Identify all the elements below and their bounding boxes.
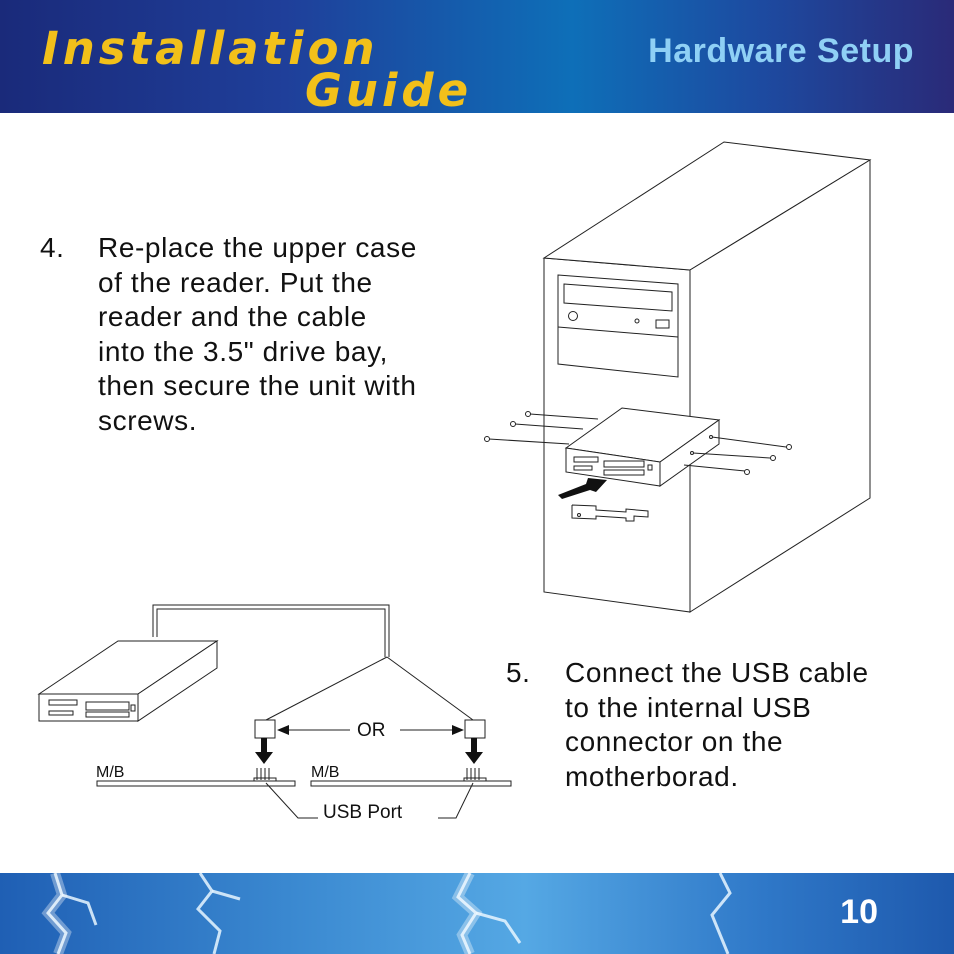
lightning-decoration: [41, 873, 732, 954]
step-5-text: Connect the USB cable to the internal US…: [565, 657, 869, 792]
step-5: 5. Connect the USB cable to the internal…: [506, 656, 926, 806]
page-header: Installation Guide Hardware Setup: [0, 0, 954, 117]
step-4: 4. Re-place the upper case of the reader…: [40, 231, 470, 441]
guide-title-line2: Guide: [305, 64, 473, 117]
step-4-text: Re-place the upper case of the reader. P…: [98, 232, 417, 436]
step-5-number: 5.: [506, 657, 531, 688]
guide-title-line1: Installation: [42, 22, 379, 75]
step-4-number: 4.: [40, 232, 65, 263]
page-number: 10: [840, 893, 878, 931]
usb-port-label: USB Port: [323, 802, 403, 823]
mb-label-right: M/B: [311, 764, 340, 781]
mb-label-left: M/B: [96, 764, 125, 781]
page-footer: 10: [0, 873, 954, 954]
section-title: Hardware Setup: [648, 32, 914, 70]
or-label: OR: [357, 720, 386, 741]
